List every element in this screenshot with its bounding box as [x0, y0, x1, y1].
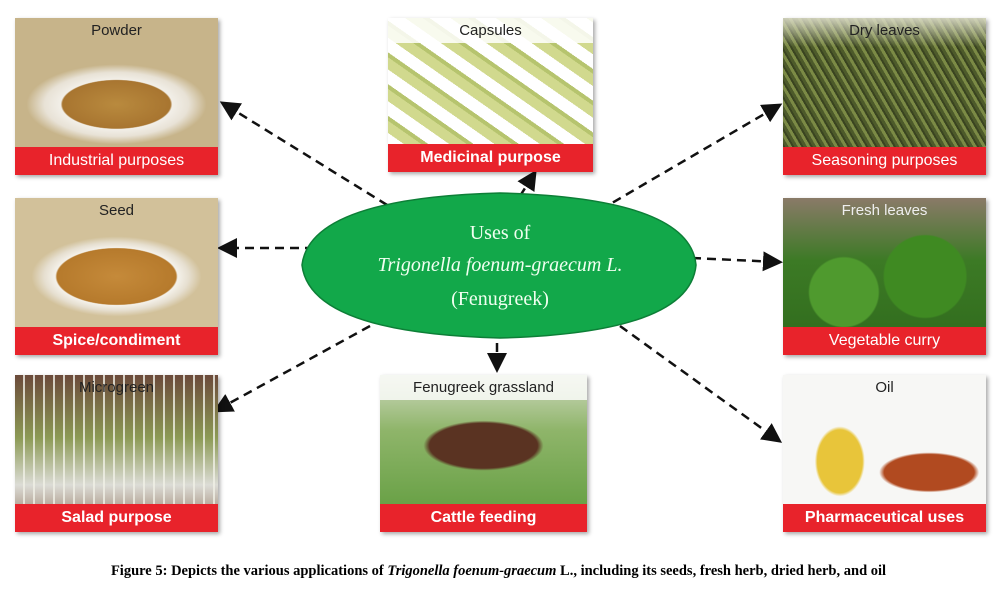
center-line2: Trigonella foenum-graecum L.	[377, 254, 623, 276]
panel-seed: Seed Spice/condiment	[15, 198, 218, 355]
caption-prefix: Figure 5: Depicts the various applicatio…	[110, 563, 388, 579]
arrow-pharma	[619, 324, 783, 443]
panel-grassland: Fenugreek grassland Cattle feeding	[380, 375, 587, 532]
panel-title: Dry leaves	[783, 18, 986, 47]
arrow-industrial	[219, 101, 401, 215]
panel-label: Cattle feeding	[380, 504, 587, 532]
panel-title: Fresh leaves	[841, 202, 928, 219]
panel-label: Vegetable curry	[783, 327, 986, 355]
arrow-vegetable	[691, 251, 783, 272]
panel-label: Industrial purposes	[15, 147, 218, 175]
caption-suffix: L., including its seeds, fresh herb, dri…	[556, 563, 887, 579]
panel-label: Spice/condiment	[15, 327, 218, 355]
panel-capsules: Capsules Medicinal purpose	[388, 18, 593, 172]
panel-microgreen: Microgreen Salad purpose	[15, 375, 218, 532]
panel-title: Fenugreek grassland	[380, 375, 587, 400]
panel-label: Medicinal purpose	[388, 144, 593, 172]
panel-oil: Oil Pharmaceutical uses	[783, 375, 986, 532]
panel-label: Salad purpose	[15, 504, 218, 532]
center-line1: Uses of	[469, 222, 531, 244]
panel-title: Microgreen	[78, 379, 155, 396]
arrow-seasoning	[599, 103, 783, 212]
figure-caption: Figure 5: Depicts the various applicatio…	[0, 563, 997, 580]
arrow-medicinal	[517, 169, 537, 197]
panel-label: Pharmaceutical uses	[783, 504, 986, 532]
center-ellipse	[301, 192, 697, 339]
panel-dry-leaves: Dry leaves Seasoning purposes	[783, 18, 986, 175]
panel-title: Capsules	[388, 18, 593, 43]
panel-label: Seasoning purposes	[783, 147, 986, 175]
panel-title: Seed	[98, 202, 135, 219]
caption-species: Trigonella foenum-graecum	[387, 563, 557, 579]
panel-fresh-leaves: Fresh leaves Vegetable curry	[783, 198, 986, 355]
center-line3: (Fenugreek)	[451, 288, 549, 310]
panel-powder: Powder Industrial purposes	[15, 18, 218, 175]
arrow-salad	[212, 324, 371, 413]
panel-title: Powder	[91, 22, 142, 39]
panel-title: Oil	[875, 379, 894, 396]
